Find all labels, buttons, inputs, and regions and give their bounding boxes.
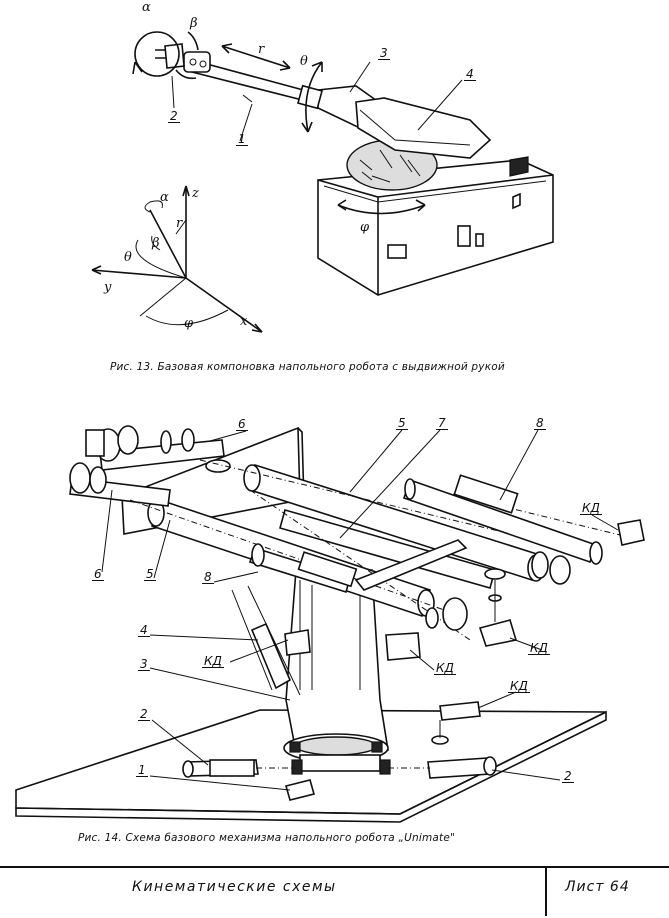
alpha-arrow [134, 31, 180, 77]
fig13-label-phi: φ [360, 220, 370, 235]
axis-label-beta: β [152, 236, 160, 251]
axis-label-y: y [104, 280, 112, 295]
coordinate-axes [91, 185, 263, 333]
fig14-label-3: 3 [138, 657, 150, 671]
beta-arrow [187, 31, 199, 51]
fig14-label-4: 4 [138, 623, 150, 637]
fig13-label-theta: θ [300, 54, 308, 69]
fig13-label-r: r [258, 42, 265, 57]
fig14-label-8-left: 8 [202, 570, 214, 584]
axis-label-theta: θ [124, 250, 132, 265]
fig13-label-2: 2 [168, 109, 180, 123]
fig14-label-5-left: 5 [144, 567, 156, 581]
sheet-number: Лист 64 [565, 879, 630, 895]
fig14-label-6-top: 6 [236, 417, 248, 431]
fig14-label-8-right: 8 [534, 416, 546, 430]
base-switch [457, 225, 471, 247]
figure-14-caption: Рис. 14. Схема базового механизма наполь… [78, 832, 456, 844]
fig13-label-4: 4 [464, 67, 476, 81]
fig14-label-7: 7 [436, 416, 448, 430]
fig13-label-beta: β [190, 16, 198, 31]
motor-kd-4 [284, 629, 311, 656]
r-arrow [221, 45, 291, 69]
base-panel [387, 244, 407, 259]
motor-kd-2 [478, 619, 518, 647]
fig14-label-kd-2: КД [528, 641, 550, 655]
axis-label-alpha: α [160, 190, 169, 205]
fig14-label-kd-1: КД [580, 501, 602, 515]
rod-7 [279, 509, 496, 589]
axis-label-phi: φ [184, 316, 194, 331]
sheet-title: Кинематические схемы [132, 879, 337, 895]
fig14-label-kd-5: КД [508, 679, 530, 693]
fig14-label-5-right: 5 [396, 416, 408, 430]
axis-label-r: r [176, 216, 183, 231]
fig14-label-6-left: 6 [92, 567, 104, 581]
wrist-block [183, 51, 211, 73]
theta-arrow [305, 61, 323, 133]
fig14-label-2-left: 2 [138, 707, 150, 721]
fig14-label-1: 1 [136, 763, 148, 777]
cylinder-4 [250, 622, 292, 690]
figure-14-drawing [15, 425, 645, 823]
motor-kd-1 [617, 519, 645, 546]
motor-kd-5 [439, 701, 481, 721]
fig13-label-alpha: α [142, 0, 151, 15]
fig14-label-kd-3: КД [434, 661, 456, 675]
motor-kd-3 [385, 632, 421, 661]
phi-arrow [337, 204, 426, 215]
shoulder-head [355, 97, 492, 159]
base-shaft-1 [285, 779, 315, 801]
fig14-label-kd-4: КД [202, 654, 224, 668]
wrist-joint [164, 43, 185, 69]
fig13-label-1: 1 [236, 132, 248, 146]
axis-label-z: z [192, 186, 199, 201]
base-grille [509, 156, 529, 177]
title-block [0, 866, 669, 918]
cross-bar [354, 539, 468, 591]
fig14-label-2-right: 2 [562, 769, 574, 783]
axis-label-x: x [240, 314, 248, 329]
fig13-label-3: 3 [378, 46, 390, 60]
base-shaft-right [427, 757, 491, 779]
figure-13-caption: Рис. 13. Базовая компоновка напольного р… [110, 361, 505, 373]
title-block-divider [545, 866, 547, 916]
robot-base [317, 159, 554, 296]
